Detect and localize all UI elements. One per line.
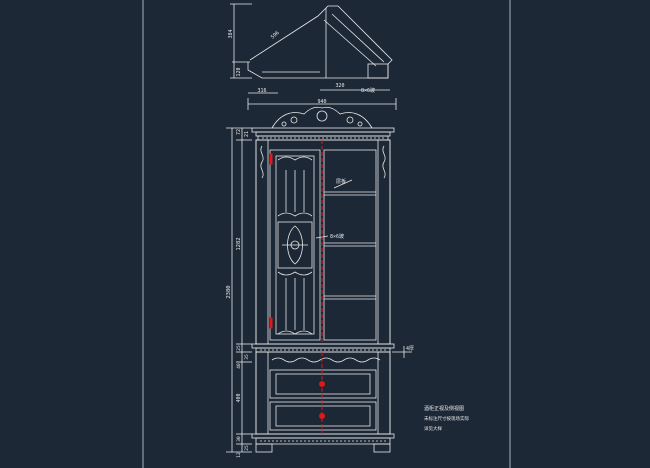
dim-mid-b: 35 — [244, 354, 250, 360]
label-side-callout: 4厚 — [406, 346, 414, 352]
dim-mid-c: 40 — [236, 363, 242, 369]
dim-offset: 316 — [257, 88, 266, 94]
note-line-3: 详见大样 — [424, 425, 442, 432]
door-mid-scroll-a — [277, 212, 313, 217]
dim-top-part: 8×6玻 — [361, 87, 375, 94]
hinge-lower — [269, 317, 273, 329]
pilaster-right-carving — [382, 145, 386, 179]
dim-plinth-a: 30 — [236, 436, 242, 442]
dim-top-diagonal: 596 — [270, 30, 281, 41]
front-elevation — [251, 106, 395, 453]
door-center-carving — [282, 225, 308, 265]
label-glass-spec: 8×6玻 — [330, 233, 344, 240]
dim-mid-a: 25 — [236, 345, 242, 351]
crown-scroll-right — [346, 116, 354, 124]
plinth-top — [251, 433, 395, 439]
door-bottom-scroll — [277, 330, 313, 335]
door-mid-scroll-b — [277, 271, 313, 276]
note-line-2: 未标注尺寸按现场实际 — [424, 415, 469, 422]
side-glass-diag — [331, 13, 385, 63]
dim-crown-height-b: 21 — [244, 131, 250, 137]
crown-scroll-left — [290, 116, 298, 124]
side-glass-diag-2 — [323, 19, 377, 67]
door-center-rosette — [290, 240, 300, 250]
crown-scroll-right-2 — [357, 121, 363, 127]
side-foot-block — [367, 63, 389, 79]
drawer-2 — [269, 401, 377, 431]
red-markers — [269, 140, 325, 434]
crown-ornament — [271, 106, 373, 129]
plinth-mid — [255, 437, 391, 445]
note-line-1: 酒柜正视及侧视图 — [424, 405, 464, 412]
dim-plinth-b: 25 — [244, 445, 250, 451]
label-shelf-material: 层板 — [336, 178, 346, 185]
door-top-scroll — [277, 156, 313, 161]
frame-lines — [142, 0, 511, 468]
crown-scroll-left-2 — [281, 121, 287, 127]
shelf-bay — [323, 149, 377, 341]
width-dimensions — [247, 92, 397, 110]
dim-top-depth: 320 — [335, 83, 344, 89]
drawer-2-inner — [275, 405, 371, 427]
dim-upper-height: 1282 — [236, 237, 242, 250]
dim-plinth-c: 12 — [236, 452, 242, 458]
crown-rosette — [316, 110, 328, 122]
plinth-foot-right — [373, 443, 391, 453]
base-pilaster-right — [377, 351, 391, 435]
cornice-mid — [255, 131, 391, 137]
door-center-panel — [277, 221, 313, 269]
drawer-1-knob — [319, 381, 325, 387]
drawer-1-inner — [275, 373, 371, 395]
shelf-label-leader — [333, 179, 353, 189]
drawer-2-knob — [319, 413, 325, 419]
height-dimensions — [226, 127, 412, 453]
dim-top-small-height: 120 — [236, 67, 242, 76]
plinth-foot-left — [255, 443, 273, 453]
dim-base-height: 400 — [236, 393, 242, 402]
side-section-view — [230, 3, 393, 91]
side-profile-outline — [247, 5, 393, 79]
dim-total-height: 2380 — [226, 285, 232, 298]
waist-moulding-top — [251, 343, 395, 349]
dim-top-height: 384 — [228, 29, 234, 38]
pilaster-left-carving — [260, 145, 264, 179]
drawer-1 — [269, 369, 377, 399]
hinge-upper — [269, 153, 273, 165]
dim-crown-height-a: 72 — [236, 129, 242, 135]
base-top-frieze — [271, 357, 381, 363]
dim-overall-width: 940 — [317, 99, 326, 105]
glass-door-frame — [269, 149, 321, 341]
cornice-top — [251, 127, 395, 133]
base-pilaster-left — [255, 351, 269, 435]
